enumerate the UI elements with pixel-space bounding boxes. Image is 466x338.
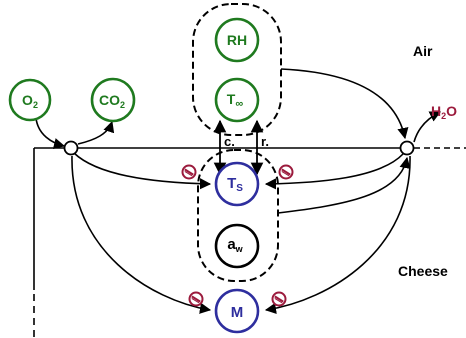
o2-to-junction-arrow (35, 117, 66, 149)
right-junction (399, 140, 415, 156)
junction-to-m-arrow (71, 155, 212, 314)
t-infinity-subscript: ∞ (235, 98, 243, 110)
t-infinity-label: T (227, 91, 236, 107)
aw-subscript: w (235, 244, 244, 254)
no-entry-icon (271, 291, 287, 307)
node-o2: O2 (8, 78, 52, 122)
h2o-label: H (431, 103, 441, 119)
junction-to-co2-arrow (77, 120, 115, 145)
svg-text:TS: TS (227, 175, 243, 194)
svg-text:CO2: CO2 (99, 92, 125, 110)
junction-to-ts-arrow (73, 152, 212, 190)
junction-to-h2o-arrow (413, 111, 442, 143)
ts-subscript: S (236, 183, 243, 194)
node-aw: aw (214, 223, 260, 269)
svg-text:O2: O2 (22, 92, 38, 110)
no-entry-icon (278, 164, 294, 180)
node-m: M (214, 288, 260, 334)
cheese-node-group-box (197, 149, 279, 282)
cheese-region-label: Cheese (398, 263, 448, 279)
svg-text:H2O: H2O (431, 103, 457, 121)
node-rh: RH (214, 17, 260, 63)
o2-label: O (22, 92, 33, 108)
node-t-infinity: T∞ (214, 77, 260, 123)
air-to-junction-arrow (280, 68, 409, 140)
aw-label: a (227, 236, 236, 253)
right-junction-to-ts-arrow (264, 153, 404, 190)
right-junction-to-m-arrow (264, 155, 411, 314)
no-entry-icon (188, 291, 204, 307)
co2-subscript: 2 (120, 100, 125, 110)
ts-label: T (227, 175, 236, 192)
m-label: M (231, 304, 244, 321)
h2o-tail: O (446, 103, 457, 119)
no-entry-icon (181, 164, 197, 180)
left-junction (63, 140, 79, 156)
h2o-subscript: 2 (441, 111, 446, 121)
node-co2: CO2 (90, 77, 136, 123)
svg-text:T∞: T∞ (227, 91, 244, 110)
rh-label: RH (227, 32, 247, 48)
coupling-label-r: r. (261, 134, 269, 149)
co2-label: CO (99, 92, 120, 108)
cheese-to-junction-arrow (277, 156, 411, 214)
node-ts: TS (214, 161, 260, 207)
o2-subscript: 2 (33, 100, 38, 110)
svg-text:aw: aw (227, 236, 243, 254)
coupling-label-c: c. (224, 134, 235, 149)
air-region-label: Air (413, 43, 433, 59)
